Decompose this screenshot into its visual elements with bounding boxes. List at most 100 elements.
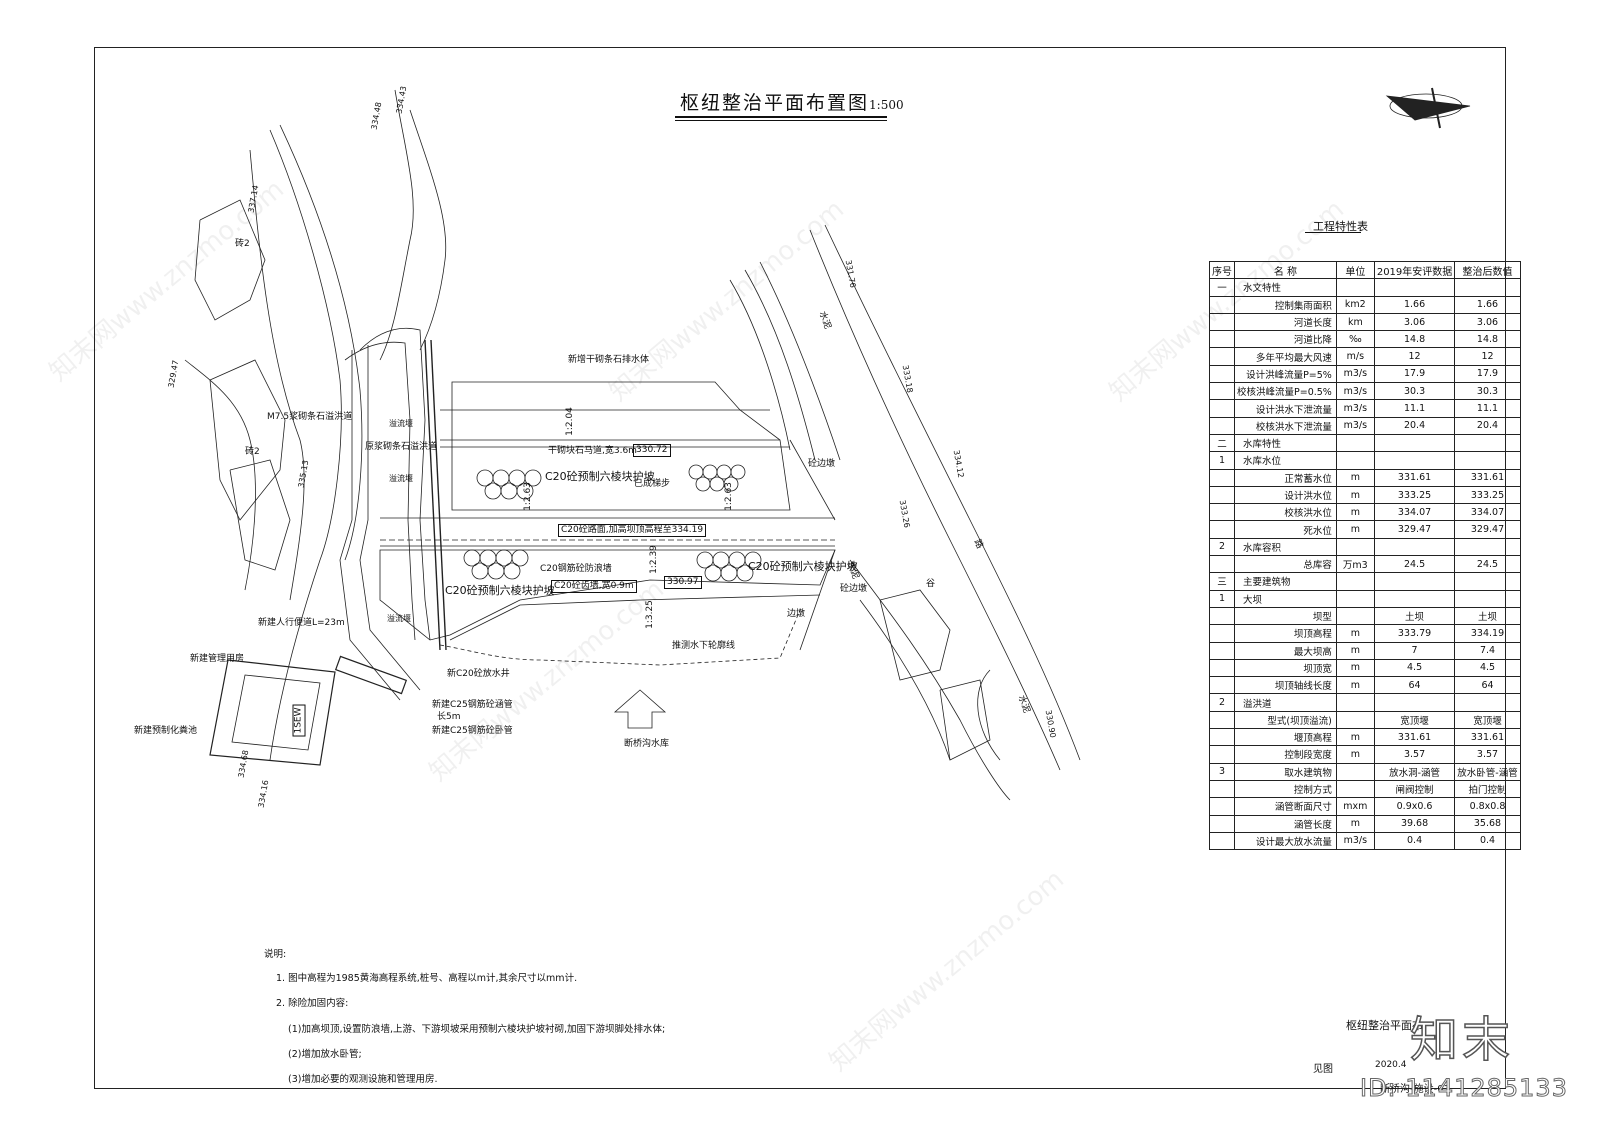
cell-name: 河道比降 [1234, 330, 1337, 349]
cell-unit [1335, 710, 1375, 730]
cell-after: 拍门控制 [1454, 779, 1521, 799]
cell-name: 设计最大放水流量 [1234, 831, 1337, 851]
cell-index [1209, 347, 1235, 366]
cell-unit: m3/s [1335, 399, 1375, 418]
spec-table-row: 二水库特性 [1209, 433, 1521, 453]
cell-after: 7.4 [1454, 641, 1521, 660]
cell-index: 2 [1209, 693, 1235, 712]
cell-index: 1 [1209, 451, 1235, 470]
cell-unit [1335, 779, 1375, 799]
outlet-pipe [430, 339, 447, 651]
spillway-wall [359, 345, 421, 691]
cell-unit: km [1335, 312, 1375, 332]
cell-unit: 万m3 [1335, 555, 1375, 574]
label-slope-ratio-d: 1:2.39 [648, 545, 659, 574]
label-existing-steps: 已成梯步 [634, 479, 671, 489]
cell-index [1209, 676, 1235, 695]
header-unit: 单位 [1335, 260, 1375, 280]
cell-2019: 3.57 [1373, 745, 1456, 764]
cell-index [1209, 503, 1235, 522]
cell-2019: 放水洞-涵管 [1373, 762, 1456, 781]
cell-index [1209, 416, 1235, 435]
cell-index [1209, 364, 1235, 384]
cell-2019 [1373, 278, 1456, 297]
label-outlet-pool: 新C20砼放水井 [447, 669, 510, 679]
cell-name: 控制方式 [1234, 779, 1337, 799]
cell-name: 死水位 [1234, 520, 1337, 539]
cell-index [1209, 520, 1235, 539]
title-block-see: 见图 [1313, 1064, 1333, 1075]
label-guard-wall-1: 砼边墩 [808, 459, 836, 469]
cell-name: 涵管长度 [1234, 814, 1337, 833]
dam-right-edge [789, 439, 836, 521]
watermark-logo: 知末 [1409, 1011, 1515, 1069]
cell-2019: 331.61 [1373, 468, 1456, 487]
cell-name: 涵管断面尺寸 [1234, 797, 1337, 816]
cell-name: 溢洪道 [1234, 693, 1337, 712]
cell-name: 坝顶宽 [1234, 658, 1337, 678]
title-scale: 1:500 [869, 98, 904, 112]
spillway-channel [344, 341, 416, 641]
terrain-contour [849, 559, 1011, 801]
terrain-contour [729, 279, 791, 451]
cell-unit: m [1335, 814, 1375, 833]
cell-after [1454, 451, 1521, 470]
cell-2019: 14.8 [1373, 330, 1456, 349]
building-outline [229, 459, 291, 571]
north-arrow-needle [1385, 95, 1471, 121]
label-hex-slope-lower-right: C20砼预制六棱块护坡 [748, 560, 858, 573]
terrain-contour [409, 109, 447, 351]
spec-table-row: 坝型土坝土坝 [1209, 606, 1521, 626]
cell-unit [1335, 278, 1375, 297]
cell-unit: mxm [1335, 797, 1375, 816]
cell-name: 多年平均最大风速 [1234, 347, 1337, 366]
road-line [824, 224, 1081, 761]
building-outline [939, 679, 991, 761]
label-guard-wall-3: 边墩 [787, 609, 806, 619]
cell-2019: 宽顶堰 [1373, 710, 1456, 730]
cell-unit: m/s [1335, 347, 1375, 366]
label-hex-slope-upper: C20砼预制六棱块护坡 [545, 470, 655, 483]
cell-index [1209, 710, 1235, 730]
cell-index [1209, 624, 1235, 643]
cell-2019: 329.47 [1373, 520, 1456, 539]
outlet-pipe [424, 339, 441, 651]
cell-after: 0.8x0.8 [1454, 797, 1521, 816]
cell-unit: m [1335, 485, 1375, 505]
cell-unit: m3/s [1335, 416, 1375, 435]
label-mgmt-house: 新建管理用房 [190, 654, 245, 664]
header-2019: 2019年安评数据 [1373, 260, 1456, 280]
terrain-contour [249, 149, 305, 601]
cell-unit: ‰ [1335, 330, 1375, 349]
cell-name: 设计洪峰流量P=5% [1234, 364, 1337, 384]
cell-name: 坝型 [1234, 606, 1337, 626]
building-outline [879, 589, 951, 681]
north-arrow-needle [1431, 87, 1441, 129]
cell-after: 35.68 [1454, 814, 1521, 833]
spec-table-row: 控制方式闸阀控制拍门控制 [1209, 779, 1521, 799]
cell-2019: 331.61 [1373, 728, 1456, 747]
cell-2019: 17.9 [1373, 364, 1456, 384]
cell-index [1209, 797, 1235, 816]
label-mgmt-code: 1SEW [292, 704, 306, 737]
label-septic-tank: 新建预制化粪池 [134, 726, 198, 736]
cell-unit [1335, 537, 1375, 557]
cell-index [1209, 779, 1235, 799]
cell-after: 331.61 [1454, 728, 1521, 747]
cell-2019 [1373, 572, 1456, 591]
terrain-contour [379, 89, 414, 361]
cell-2019: 0.9x0.6 [1373, 797, 1456, 816]
label-building-2: 砖2 [245, 447, 260, 457]
terrain-contour [977, 669, 1001, 761]
notes-line: (1)加高坝顶,设置防浪墙,上游、下游坝坡采用预制六棱块护坡衬砌,加固下游坝脚处… [288, 1024, 666, 1035]
cell-index [1209, 468, 1235, 487]
cell-unit: m3/s [1335, 364, 1375, 384]
cell-after: 宽顶堰 [1454, 710, 1521, 730]
label-slope-ratio-c: 1:2.63 [723, 482, 734, 511]
